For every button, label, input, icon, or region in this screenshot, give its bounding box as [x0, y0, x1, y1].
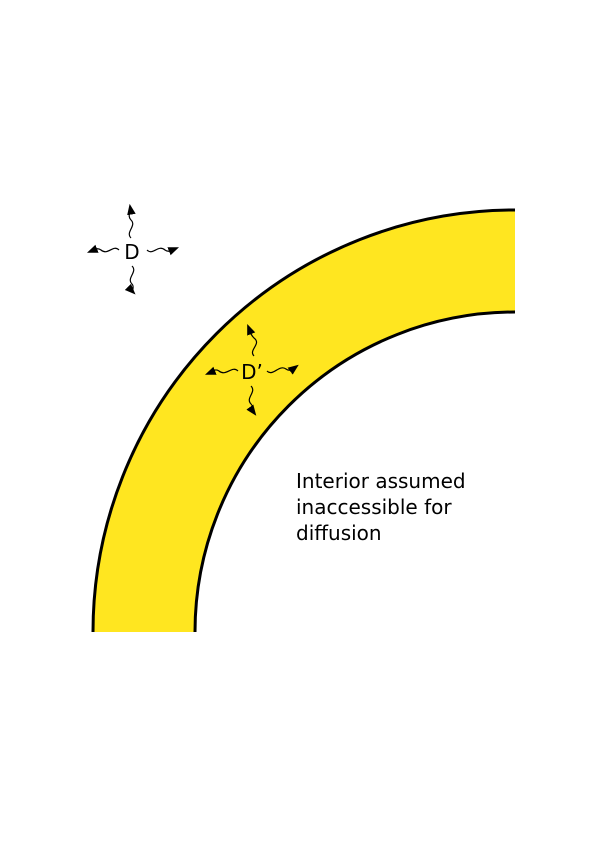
- layer-diffusion-label: D’: [241, 360, 263, 384]
- interior-note: Interior assumed inaccessible for diffus…: [296, 468, 536, 546]
- wavy-arrow-icon: [204, 366, 239, 375]
- layer-outer-boundary: [91, 208, 516, 633]
- wavy-arrow-icon: [246, 385, 257, 416]
- wavy-arrow-icon: [247, 323, 258, 357]
- wavy-arrow-icon: [124, 265, 136, 295]
- wavy-arrow-icon: [86, 244, 120, 253]
- wavy-arrow-icon: [146, 247, 180, 256]
- wavy-arrow-icon: [266, 364, 299, 375]
- wavy-arrow-icon: [127, 203, 136, 239]
- interior-note-line: Interior assumed: [296, 469, 466, 493]
- bulk-diffusion-group: D: [86, 203, 180, 295]
- layer-inner-boundary: [193, 310, 516, 633]
- interior-note-line: inaccessible for: [296, 495, 452, 519]
- interior-note-line: diffusion: [296, 521, 382, 545]
- bulk-diffusion-label: D: [124, 240, 139, 264]
- diffusion-layer-band: [93, 210, 515, 632]
- layer-diffusion-group: D’: [204, 323, 299, 416]
